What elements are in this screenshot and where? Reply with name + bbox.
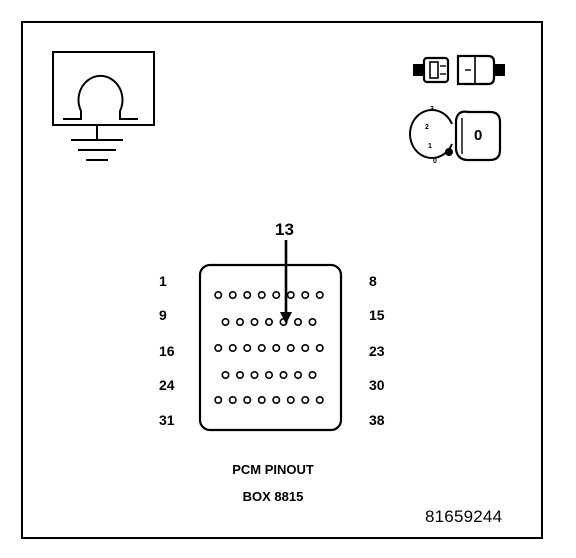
caption-subtitle: BOX 8815 <box>242 489 304 504</box>
connector-icon <box>413 54 505 86</box>
pin-33 <box>243 395 252 404</box>
pin-9 <box>221 317 230 326</box>
pin-24 <box>221 370 230 379</box>
pin-19 <box>257 343 266 352</box>
pin-label-right-row1: 8 <box>369 273 377 289</box>
pin-16 <box>214 343 223 352</box>
key-position-1: 1 <box>428 143 432 150</box>
part-number: 81659244 <box>425 507 503 526</box>
pin-5 <box>272 290 281 299</box>
pin-label-right-row3: 23 <box>369 343 385 359</box>
key-position-3: 3 <box>430 106 434 113</box>
connector-pins <box>214 290 324 404</box>
pin-2 <box>228 290 237 299</box>
pin-32 <box>228 395 237 404</box>
pin-label-right-row2: 15 <box>369 307 385 323</box>
pin-8 <box>315 290 324 299</box>
pin-37 <box>301 395 310 404</box>
pin-label-right-row5: 38 <box>369 412 385 428</box>
pin-15 <box>308 317 317 326</box>
pin-21 <box>286 343 295 352</box>
pin-label-right-row4: 30 <box>369 377 385 393</box>
pin-12 <box>264 317 273 326</box>
caption-title: PCM PINOUT <box>232 462 314 477</box>
pin-label-left-row1: 1 <box>159 273 167 289</box>
pin-34 <box>257 395 266 404</box>
pin-label-left-row4: 24 <box>159 377 175 393</box>
diagram-frame <box>21 21 543 539</box>
pin-17 <box>228 343 237 352</box>
pin-29 <box>293 370 302 379</box>
pin-27 <box>264 370 273 379</box>
pin-18 <box>243 343 252 352</box>
callout-arrow <box>280 240 292 324</box>
pin-31 <box>214 395 223 404</box>
pin-1 <box>214 290 223 299</box>
pin-6 <box>286 290 295 299</box>
pin-4 <box>257 290 266 299</box>
pin-label-left-row5: 31 <box>159 412 175 428</box>
pin-36 <box>286 395 295 404</box>
ohmmeter-ground-icon <box>52 51 155 161</box>
ignition-key-icon <box>409 109 502 162</box>
pin-10 <box>236 317 245 326</box>
pin-14 <box>293 317 302 326</box>
pin-28 <box>279 370 288 379</box>
pin-20 <box>272 343 281 352</box>
pin-11 <box>250 317 259 326</box>
pin-38 <box>315 395 324 404</box>
key-position-2: 2 <box>425 124 429 131</box>
pin-label-left-row3: 16 <box>159 343 175 359</box>
pin-22 <box>301 343 310 352</box>
pin-23 <box>315 343 324 352</box>
pin-label-left-row2: 9 <box>159 307 167 323</box>
pin-26 <box>250 370 259 379</box>
connector-body <box>198 263 343 432</box>
key-position-0: 0 <box>433 158 437 165</box>
pin-25 <box>236 370 245 379</box>
key-label: 0 <box>474 127 483 144</box>
pin-3 <box>243 290 252 299</box>
callout-pin-number: 13 <box>275 220 294 239</box>
pin-7 <box>301 290 310 299</box>
pin-35 <box>272 395 281 404</box>
pin-30 <box>308 370 317 379</box>
